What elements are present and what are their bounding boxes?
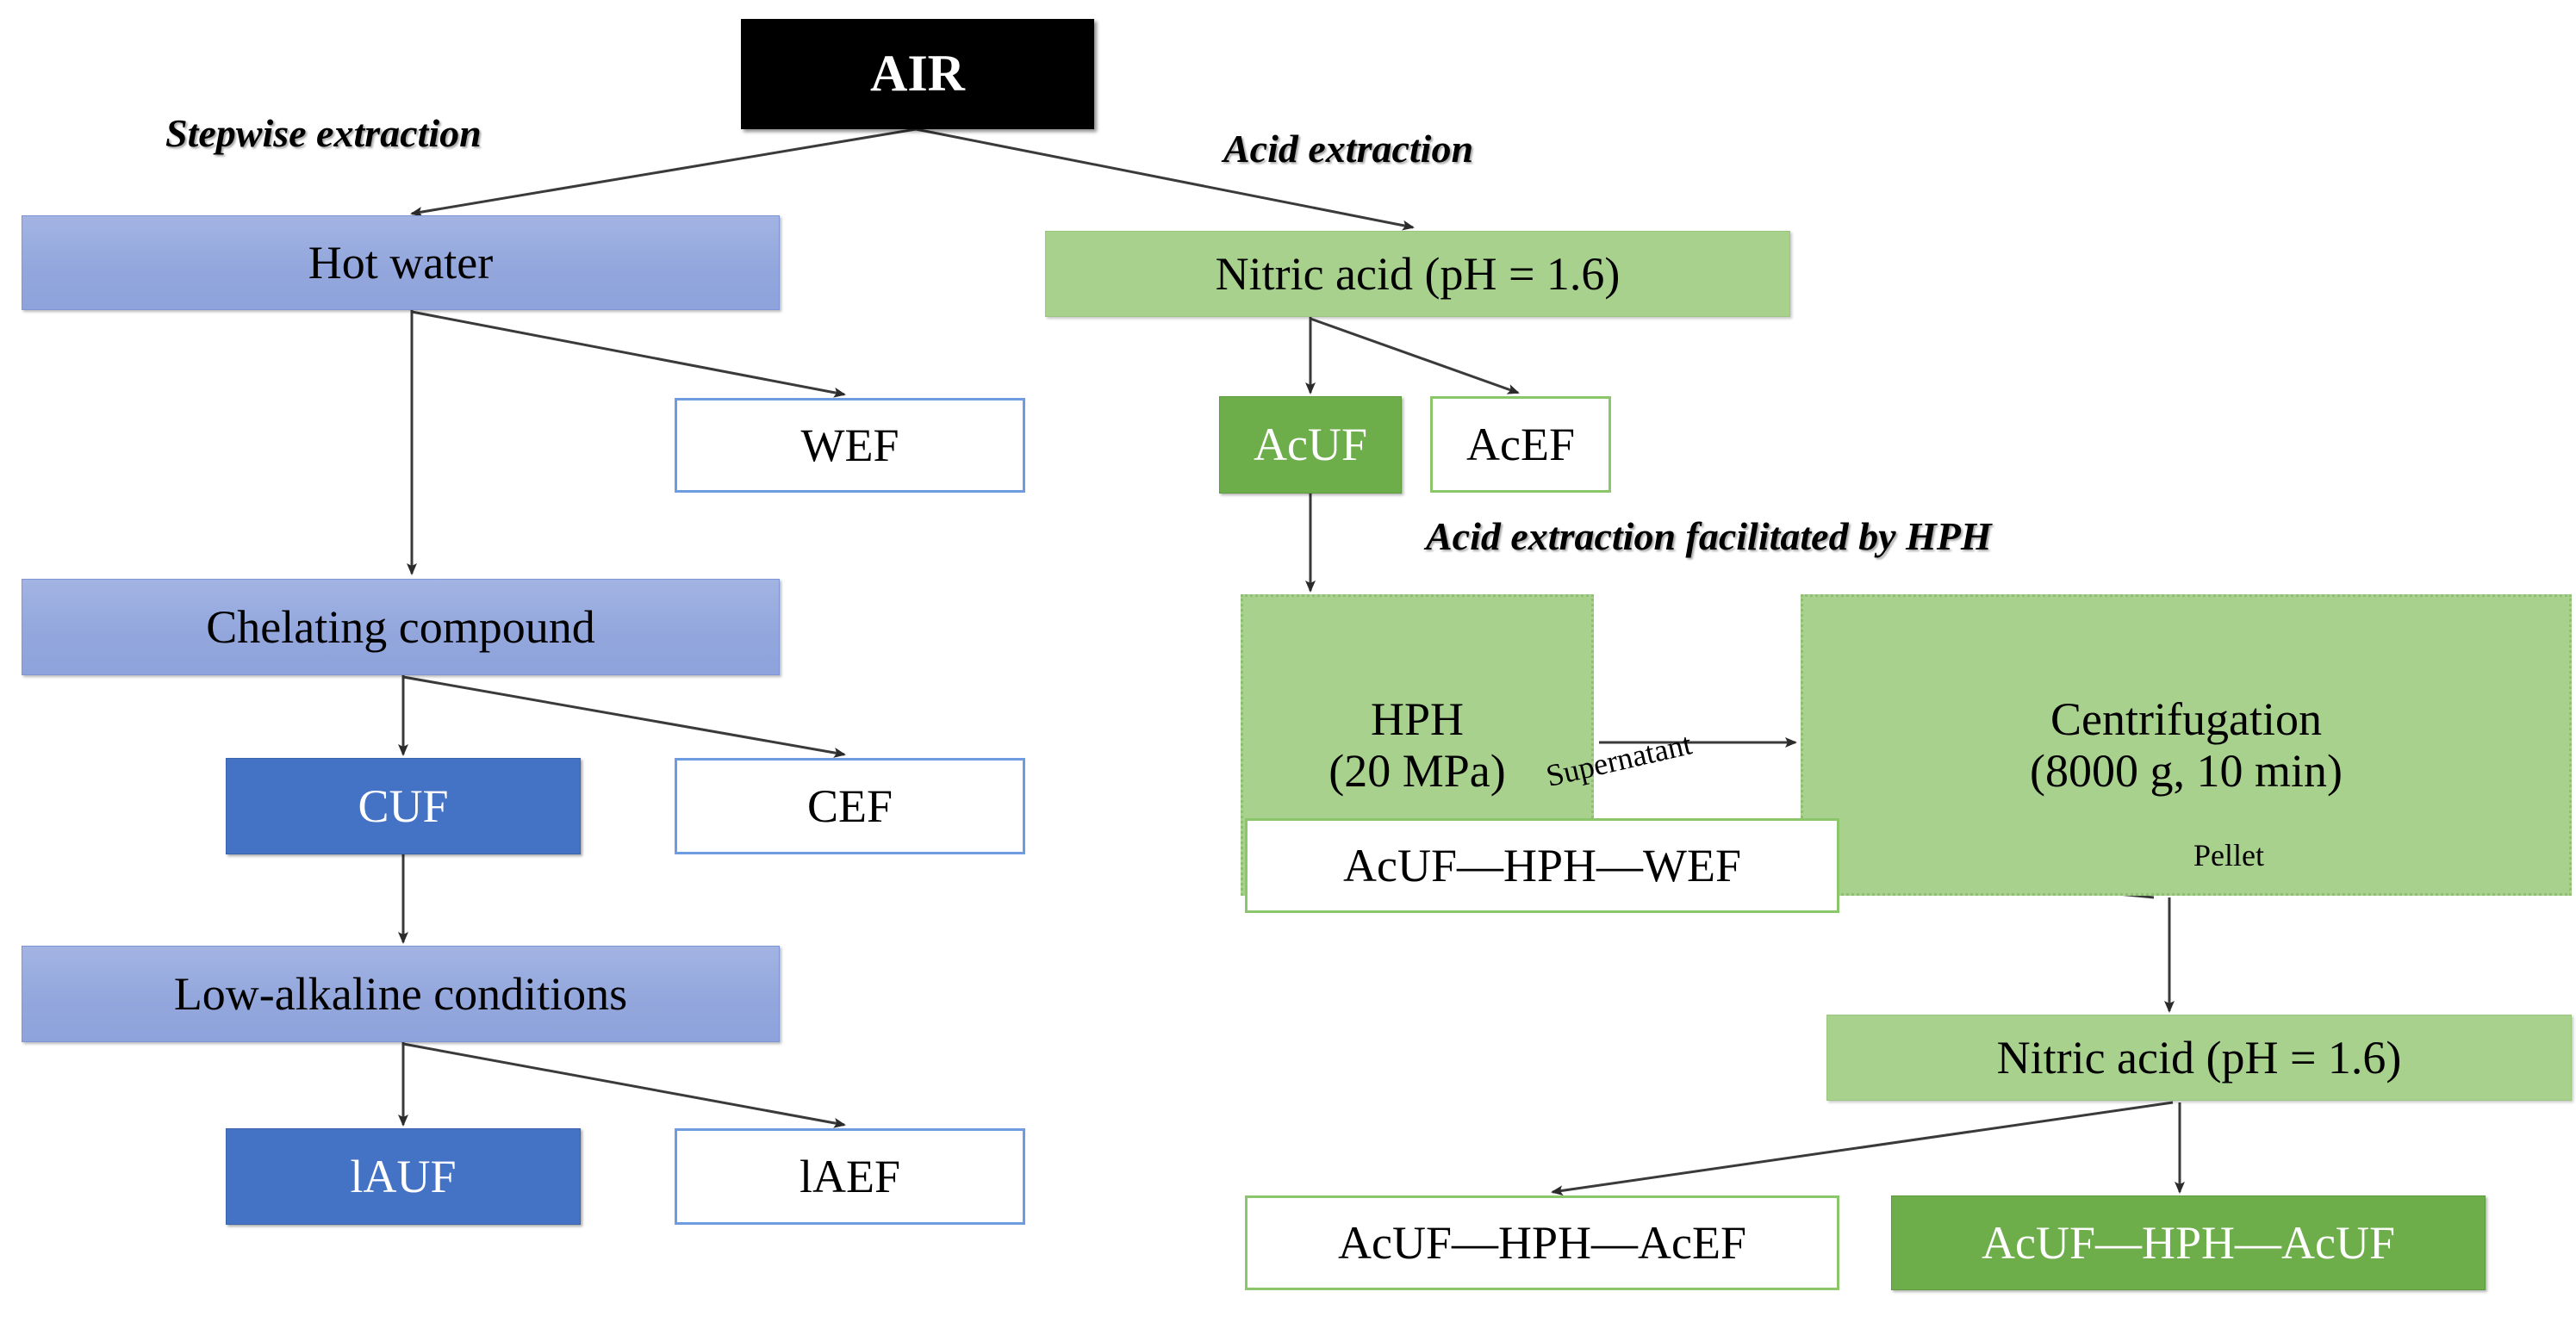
node-cef[interactable]: CEF <box>675 758 1025 854</box>
branch-label-acid-extraction: Acid extraction <box>1223 127 1474 171</box>
node-hph-label-line1: HPH <box>1370 692 1465 745</box>
node-cuf-label: CUF <box>358 779 449 832</box>
branch-label-stepwise-extraction: Stepwise extraction <box>165 111 482 155</box>
node-acuf-hph-acuf-label: AcUF—HPH—AcUF <box>1981 1216 2395 1269</box>
node-acuf-hph-wef[interactable]: AcUF—HPH—WEF <box>1245 818 1839 913</box>
node-air[interactable]: AIR <box>741 19 1094 129</box>
node-centrifugation[interactable]: Centrifugation (8000 g, 10 min) <box>1801 594 2572 896</box>
node-acef-label: AcEF <box>1466 418 1575 470</box>
node-laef-label: lAEF <box>799 1150 901 1202</box>
node-acuf-label: AcUF <box>1254 419 1367 471</box>
node-nitric-acid-1[interactable]: Nitric acid (pH = 1.6) <box>1045 231 1790 317</box>
node-centrifugation-label-line1: Centrifugation <box>2050 692 2322 745</box>
node-wef-label: WEF <box>800 419 899 471</box>
node-acuf-hph-wef-label: AcUF—HPH—WEF <box>1342 839 1741 891</box>
node-acef[interactable]: AcEF <box>1430 396 1611 493</box>
node-hot-water-label: Hot water <box>308 236 494 289</box>
node-air-label: AIR <box>869 45 965 102</box>
node-lauf-label: lAUF <box>350 1150 457 1202</box>
node-nitric-acid-2[interactable]: Nitric acid (pH = 1.6) <box>1826 1015 2572 1101</box>
node-acuf[interactable]: AcUF <box>1219 396 1402 494</box>
edge-chelating-cef <box>402 675 846 758</box>
node-hph-label-line2: (20 MPa) <box>1328 745 1506 797</box>
node-laef[interactable]: lAEF <box>675 1128 1025 1225</box>
node-chelating-compound[interactable]: Chelating compound <box>22 579 780 675</box>
branch-label-acid-extraction-hph: Acid extraction facilitated by HPH <box>1426 514 1992 558</box>
edge-lowalkaline-laef <box>402 1042 846 1128</box>
node-acuf-hph-acuf[interactable]: AcUF—HPH—AcUF <box>1891 1195 2486 1290</box>
edge-hotwater-wef <box>411 310 846 398</box>
node-lauf[interactable]: lAUF <box>226 1128 581 1225</box>
node-nitric-acid-1-label: Nitric acid (pH = 1.6) <box>1215 247 1621 300</box>
node-cuf[interactable]: CUF <box>226 758 581 854</box>
node-wef[interactable]: WEF <box>675 398 1025 493</box>
node-low-alkaline-conditions-label: Low-alkaline conditions <box>173 967 628 1020</box>
node-low-alkaline-conditions[interactable]: Low-alkaline conditions <box>22 946 780 1042</box>
node-hot-water[interactable]: Hot water <box>22 215 780 310</box>
node-centrifugation-label-line2: (8000 g, 10 min) <box>2030 745 2343 797</box>
edge-label-pellet: Pellet <box>2193 838 2264 872</box>
node-acuf-hph-acef[interactable]: AcUF—HPH—AcEF <box>1245 1195 1839 1290</box>
edge-nitricacid1-acef <box>1310 317 1520 394</box>
edge-nitricacid2-acefbox <box>1551 1101 2174 1196</box>
node-cef-label: CEF <box>806 779 893 832</box>
node-chelating-compound-label: Chelating compound <box>206 600 595 653</box>
node-nitric-acid-2-label: Nitric acid (pH = 1.6) <box>1996 1031 2402 1084</box>
node-acuf-hph-acef-label: AcUF—HPH—AcEF <box>1337 1216 1746 1269</box>
edge-air-hotwater <box>410 127 917 217</box>
